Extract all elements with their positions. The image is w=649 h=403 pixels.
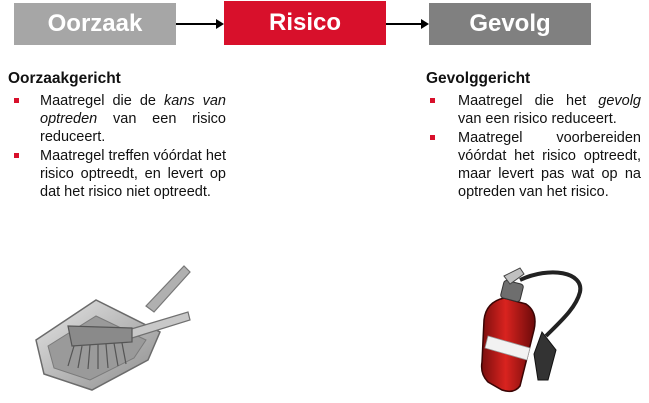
item-text: Maatregel die de: [40, 93, 164, 109]
dustpan-and-brush-icon: [35, 265, 191, 391]
cause-oriented-list: Maatregel die de kans van optreden van e…: [12, 92, 226, 202]
arrow-cause-to-risk: [176, 19, 224, 29]
item-text: van een risico reduceert.: [40, 111, 226, 145]
cause-oriented-heading: Oorzaakgericht: [8, 70, 121, 87]
item-text: van een risico reduceert.: [458, 111, 617, 127]
effect-label: Gevolg: [469, 10, 551, 37]
list-item: Maatregel treffen vóórdat het risico opt…: [12, 147, 226, 201]
list-item: Maatregel voorbereiden vóórdat het risic…: [428, 129, 641, 201]
item-text: Maatregel voorbereiden vóórdat het risic…: [458, 130, 641, 200]
risk-label: Risico: [268, 9, 342, 36]
effect-oriented-heading: Gevolggericht: [426, 70, 531, 87]
list-item: Maatregel die het gevolg van een risico …: [428, 92, 641, 128]
risk-box: Risico: [224, 1, 386, 45]
fire-extinguisher-icon: [480, 267, 583, 393]
item-emphasis: kans van optreden: [40, 93, 226, 127]
cause-box: Oorzaak: [14, 3, 176, 45]
effect-oriented-list: Maatregel die het gevolg van een risico …: [428, 92, 641, 202]
item-text: Maatregel treffen vóórdat het risico opt…: [40, 148, 226, 200]
item-text: Maatregel die het: [458, 93, 599, 109]
cause-label: Oorzaak: [47, 10, 143, 37]
list-item: Maatregel die de kans van optreden van e…: [12, 92, 226, 146]
effect-box: Gevolg: [429, 3, 591, 45]
item-emphasis: gevolg: [598, 93, 641, 109]
arrow-risk-to-effect: [386, 19, 429, 29]
